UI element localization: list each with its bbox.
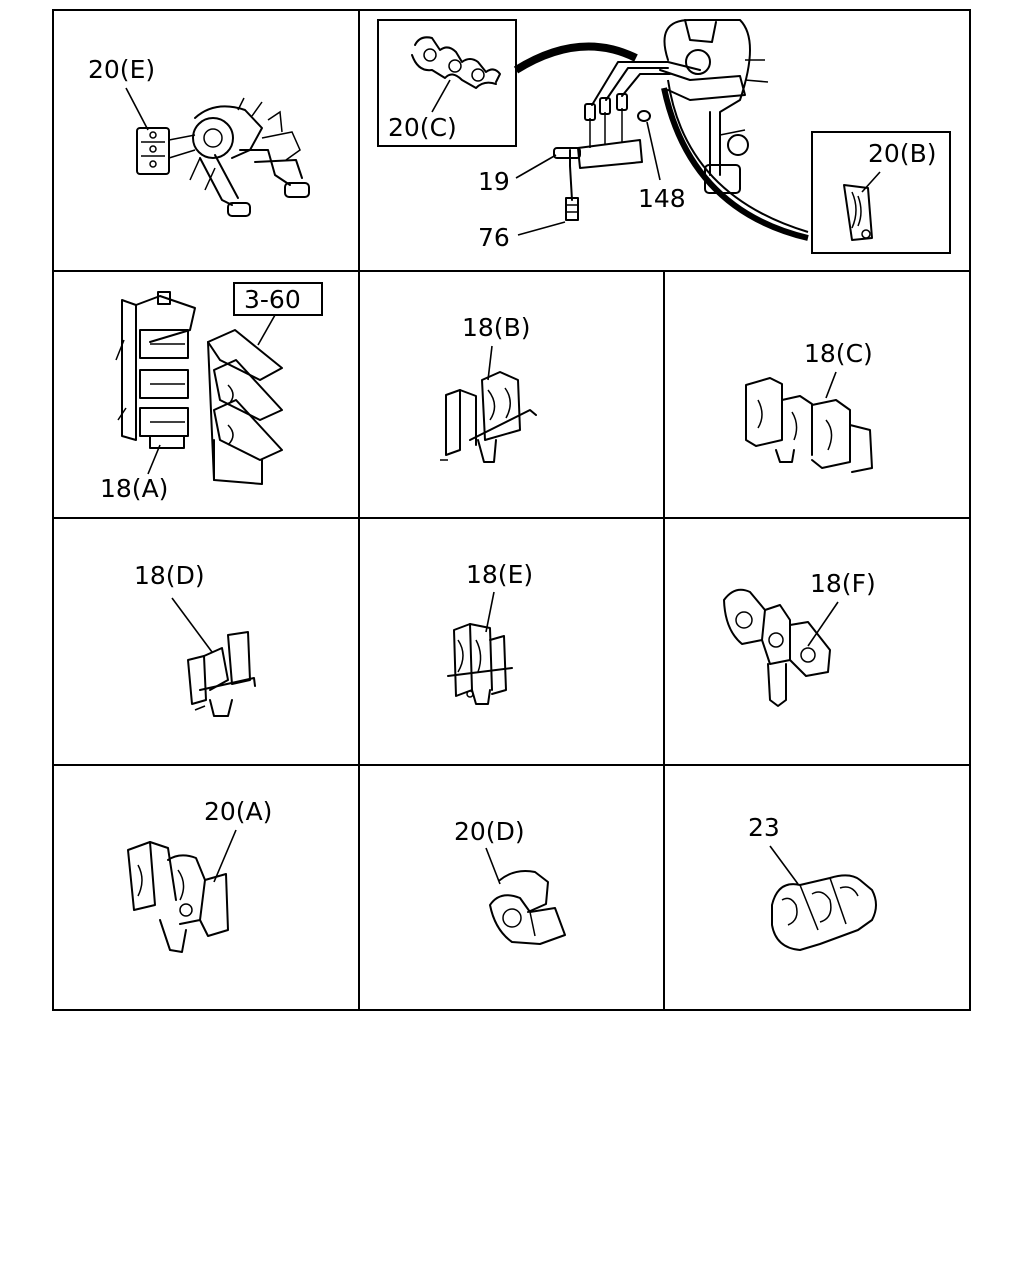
callout-76: 76 [478, 223, 510, 252]
clip-18b-drawing [440, 371, 537, 463]
clip-18c-drawing [745, 377, 873, 473]
panel-18f: 18(F) [723, 569, 876, 707]
clip-18e-drawing [447, 623, 513, 705]
clip-20a-drawing [127, 841, 229, 953]
leader-line [646, 121, 661, 181]
clip-18f-drawing [723, 588, 831, 707]
leader-line [515, 154, 557, 179]
pipes-drawing [591, 19, 809, 241]
clip-3-60-drawing [207, 329, 283, 485]
clip-23-drawing [771, 874, 877, 951]
clip-18a-drawing [115, 291, 196, 449]
panel-20d: 20(D) [454, 817, 566, 945]
callout-20c: 20(C) [388, 113, 457, 142]
panel-18a: 3-60 18(A) [100, 282, 323, 503]
leader-line [125, 87, 149, 131]
panel-18b: 18(B) [440, 313, 537, 463]
inset-box-20b [811, 131, 951, 254]
callout-18e: 18(E) [466, 560, 533, 589]
clip-20d-drawing [489, 870, 566, 945]
clip-18d-drawing [187, 631, 256, 717]
callout-23: 23 [748, 813, 780, 842]
leader-line [517, 221, 566, 236]
callout-19: 19 [478, 167, 510, 196]
panel-18e: 18(E) [447, 560, 533, 705]
leader-line [769, 845, 799, 885]
callout-18c: 18(C) [804, 339, 873, 368]
leader-line [257, 314, 276, 346]
callout-20d: 20(D) [454, 817, 525, 846]
leader-line [213, 829, 237, 883]
callout-18a: 18(A) [100, 474, 168, 503]
clip-20c-drawing [411, 36, 501, 89]
bracket-drawing [553, 93, 651, 221]
callout-20e: 20(E) [88, 55, 155, 84]
panel-23: 23 [748, 813, 877, 951]
connector-arc [661, 87, 809, 241]
callout-18d: 18(D) [134, 561, 205, 590]
leader-line [485, 591, 495, 633]
brake-pedal-assembly-drawing [189, 97, 310, 217]
callout-20b: 20(B) [868, 139, 936, 168]
callout-148: 148 [638, 184, 686, 213]
clip-20b-drawing [843, 184, 873, 241]
callout-20a: 20(A) [204, 797, 272, 826]
leader-line [825, 371, 837, 399]
leader-line [861, 171, 881, 193]
leader-line [485, 847, 501, 885]
panel-18d: 18(D) [134, 561, 256, 717]
leader-line [487, 345, 493, 381]
connector-arc [513, 42, 638, 74]
panel-20a: 20(A) [127, 797, 272, 953]
panel-18c: 18(C) [745, 339, 873, 473]
inset-box-20c [377, 19, 517, 147]
panel-20e: 20(E) [88, 55, 310, 217]
reference-box-3-60 [233, 282, 323, 316]
leader-line [431, 79, 451, 113]
clip-20e-drawing [136, 127, 196, 175]
grid-frame [52, 9, 971, 1011]
leader-line [171, 597, 213, 653]
callout-18f: 18(F) [810, 569, 876, 598]
callout-18b: 18(B) [462, 313, 530, 342]
leader-line [807, 601, 839, 647]
panel-pipe-harness: 20(C) [377, 19, 951, 254]
leader-line [147, 444, 161, 475]
reference-3-60: 3-60 [244, 285, 301, 314]
